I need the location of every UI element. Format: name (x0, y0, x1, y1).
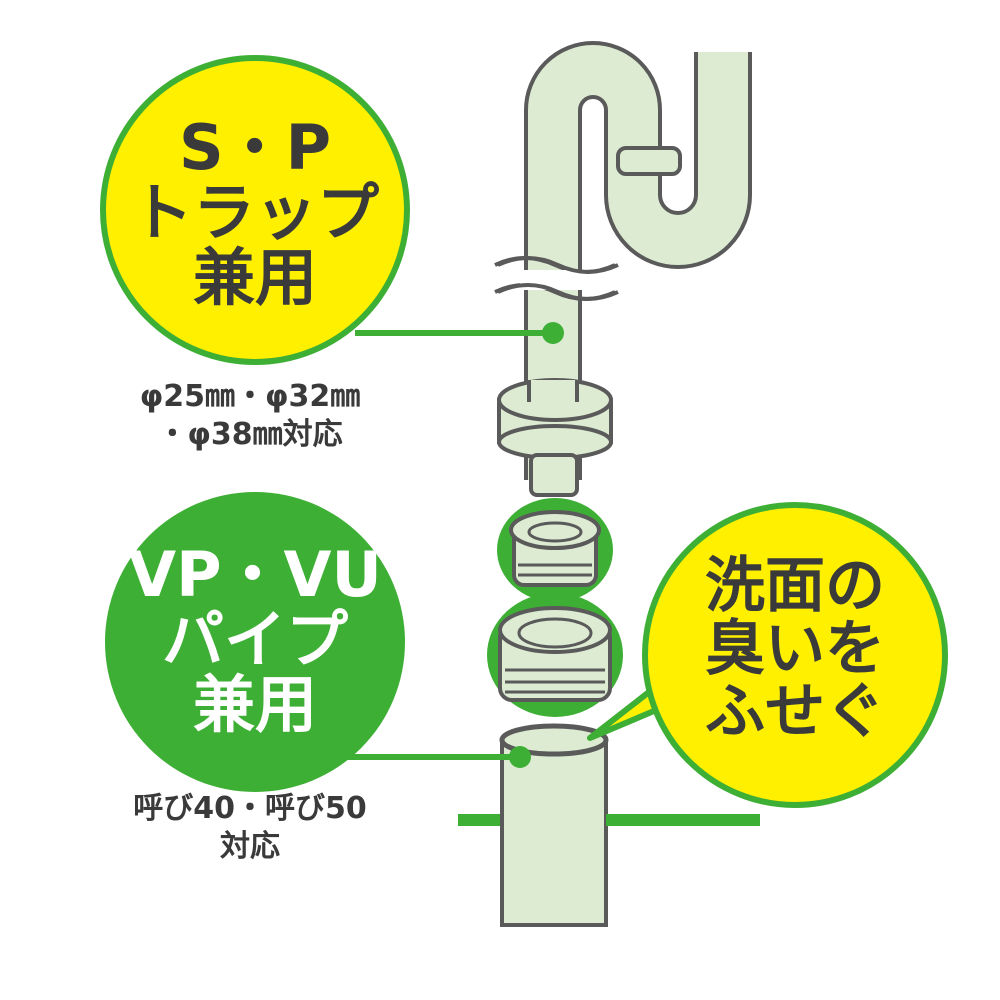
sp-spec: φ25㎜・φ32㎜ ・φ38㎜対応 (60, 378, 440, 453)
s-trap-pipe (494, 0, 770, 480)
small-adapter (497, 498, 613, 602)
spec-text: 呼び40・呼び50 (133, 791, 367, 826)
badge-text: 兼用 (192, 668, 317, 742)
vp-spec: 呼び40・呼び50 対応 (70, 790, 430, 865)
badge-text: S・P (178, 111, 332, 184)
badge-text: トラップ (130, 176, 379, 250)
large-adapter (487, 593, 623, 717)
badge-text: 洗面の (705, 551, 885, 621)
badge-text: 臭いを (705, 614, 885, 684)
badge-text: パイプ (161, 603, 348, 677)
trap-ring (616, 146, 682, 176)
smell-badge-circle (642, 502, 948, 808)
vp-badge: VP・VU パイプ 兼用 (105, 542, 405, 737)
badge-text: ふせぐ (705, 677, 885, 747)
badge-text: VP・VU (128, 538, 382, 611)
drain-pipe (499, 723, 760, 927)
callout-dot (542, 322, 564, 344)
spec-text: ・φ38㎜対応 (157, 416, 343, 452)
sp-badge: S・P トラップ 兼用 (105, 115, 405, 310)
spec-text: 対応 (220, 828, 280, 864)
flange (497, 378, 613, 497)
callout-dot (509, 746, 531, 768)
spec-text: φ25㎜・φ32㎜ (139, 379, 361, 414)
sp-badge-circle (100, 55, 410, 365)
vp-badge-circle (105, 492, 405, 792)
badge-text: 兼用 (192, 241, 317, 315)
smell-badge: 洗面の 臭いを ふせぐ (645, 555, 945, 744)
